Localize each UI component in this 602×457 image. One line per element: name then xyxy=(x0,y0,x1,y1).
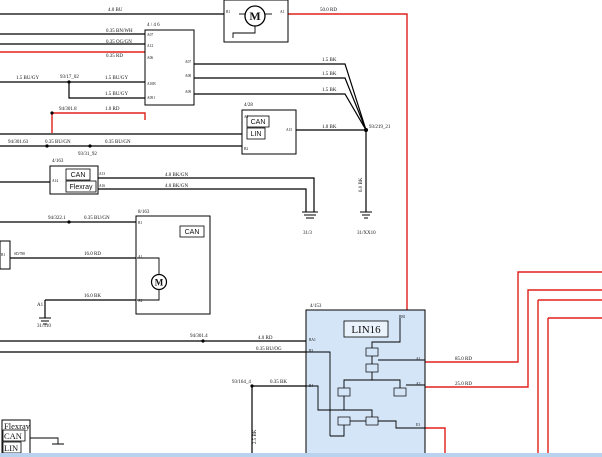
pin: A2 xyxy=(138,299,143,303)
module-ref: 4/28 xyxy=(244,103,253,108)
pin: A1 xyxy=(37,303,44,308)
splice-ref: 93/17_02 xyxy=(60,75,79,80)
pin: SD/788 xyxy=(14,252,25,256)
left-connector-box: B1 SD/788 xyxy=(0,240,25,270)
pin: A1 xyxy=(416,357,421,361)
pin-a1-top: A1 xyxy=(280,10,285,14)
pin: A10B xyxy=(147,82,156,86)
power-wires xyxy=(0,13,602,457)
wire-label: 50.0 RD xyxy=(320,8,337,13)
pin: A091 xyxy=(147,96,155,100)
flexray-tag: Flexray xyxy=(70,184,93,191)
wire-label: 4.0 RD xyxy=(258,336,273,341)
pin: B1 xyxy=(1,253,5,257)
module-8-163: 8/163 CAN B1 A1 A2 M xyxy=(135,210,211,315)
pin: A06 xyxy=(147,56,153,60)
pin: A13 xyxy=(99,172,105,176)
top-motor-symbol: M xyxy=(249,9,260,23)
pin: A16 xyxy=(99,184,105,188)
can-tag: CAN xyxy=(71,172,86,179)
wire-label: 0.35 OG/GN xyxy=(106,40,132,45)
module-ref: 4 / 4 6 xyxy=(147,23,160,28)
legend-lin: LIN xyxy=(4,443,18,453)
pin: A3 xyxy=(416,382,421,386)
can-tag: CAN xyxy=(251,119,266,126)
ground-symbol xyxy=(302,211,318,219)
legend-flexray: Flexray xyxy=(4,421,31,431)
pin: A1 xyxy=(244,115,249,119)
wire-label: 1.0 RD xyxy=(105,107,120,112)
pin: B2 xyxy=(244,147,248,151)
pin: B3 xyxy=(309,349,313,353)
wire-label: 6.0 BK xyxy=(359,177,364,192)
splice-ref: 94/301.63 xyxy=(8,140,29,145)
wire-label: 0.35 BU/GN xyxy=(45,140,71,145)
top-motor: M B1 A1 xyxy=(223,0,289,43)
bus-legend-box: Flexray CAN LIN xyxy=(1,419,31,457)
splice-ref: 93/31_92 xyxy=(78,152,97,157)
ground-ref: 31/XX10 xyxy=(357,231,376,236)
pin: A1 xyxy=(138,255,143,259)
legend-can: CAN xyxy=(4,431,22,441)
pin: A08 xyxy=(185,74,191,78)
pin: B1 xyxy=(138,221,142,225)
wire-label: 85.0 RD xyxy=(455,357,472,362)
wire-label: 0.35 RD xyxy=(106,54,123,59)
wire-label: 2.5 BK xyxy=(253,429,258,444)
pin: A07 xyxy=(147,33,153,37)
ground-ref: 31/310 xyxy=(37,324,51,329)
pin-b1-top: B1 xyxy=(226,10,230,14)
splice-ref: 94/301.8 xyxy=(59,107,77,112)
wire-label: 16.0 BK xyxy=(84,294,101,299)
module-ref: 8/163 xyxy=(138,210,150,215)
wire-label: 4.0 BU xyxy=(108,8,123,13)
wire-label: 25.0 RD xyxy=(455,382,472,387)
pin: A14 xyxy=(52,179,58,183)
splice-ref: 93/219_21 xyxy=(369,125,391,130)
ground-symbol xyxy=(39,317,51,325)
splice-ref: 94/301.4 xyxy=(190,334,208,339)
wire-label: 0.35 BK xyxy=(270,380,287,385)
wire-label: 1.5 BK xyxy=(322,88,337,93)
wire-label: 1.5 BU/GY xyxy=(16,76,39,81)
module-4-153-lin16: 4/153 LIN16 BA1 B3 B4 BB1 A1 A3 E3 xyxy=(305,304,426,457)
wire-label: 16.0 RD xyxy=(84,252,101,257)
pin: A07 xyxy=(185,60,191,64)
wire-label: 4.0 BK/GN xyxy=(165,173,188,178)
pin: E3 xyxy=(416,423,420,427)
pin: BA1 xyxy=(309,338,316,342)
wire-label: 0.35 BU/GN xyxy=(84,216,110,221)
wire-label: 4.0 BK/GN xyxy=(165,184,188,189)
motor-symbol: M xyxy=(155,278,164,288)
wire-label: 1.5 BK xyxy=(322,72,337,77)
splice-ref: 93/164_4 xyxy=(232,380,251,385)
wire-label: 1.5 BK xyxy=(322,58,337,63)
module-ref: 4/163 xyxy=(52,159,64,164)
can-tag: CAN xyxy=(185,229,200,236)
module-4-163: 4/163 CAN Flexray A14 A13 A16 xyxy=(49,159,105,195)
lin16-tag: LIN16 xyxy=(351,324,381,336)
wire-label: 1.5 BU/GY xyxy=(105,76,128,81)
module-ref: 4/153 xyxy=(310,304,322,309)
ground-ref: 31/3 xyxy=(303,231,312,236)
wire-label: 0.35 BU/GN xyxy=(105,140,131,145)
wire-label: 0.35 BU/OG xyxy=(256,347,282,352)
pin: A15 xyxy=(286,128,292,132)
pin: A09 xyxy=(185,90,191,94)
ground-symbol xyxy=(360,211,372,219)
splice-ref: 94/322.1 xyxy=(48,216,66,221)
wire-label: 1.5 BU/GY xyxy=(105,92,128,97)
wire-label: 0.35 BN/WH xyxy=(106,29,133,34)
wire-label: 1.0 BK xyxy=(322,125,337,130)
lin-tag: LIN xyxy=(251,131,262,138)
pin: A12 xyxy=(147,44,153,48)
pin: BB1 xyxy=(399,315,406,319)
module-4-28: 4/28 CAN LIN A1 A15 B2 xyxy=(241,103,297,155)
module-4-4-6: 4 / 4 6 A07 A12 A06 A10B A091 A07 A08 A0… xyxy=(144,23,195,106)
